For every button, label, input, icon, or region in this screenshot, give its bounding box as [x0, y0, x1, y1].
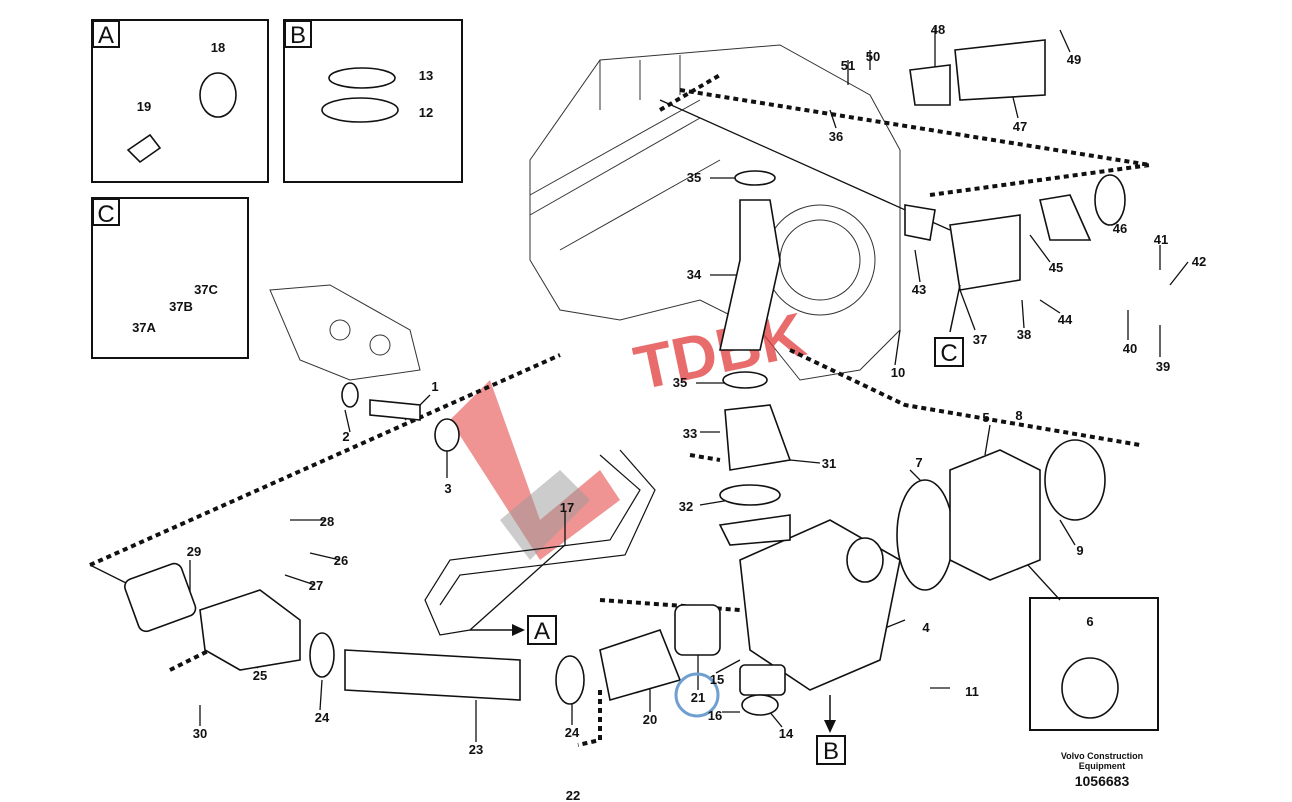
- part-label-16: 16: [708, 708, 722, 723]
- part-label-43: 43: [912, 282, 926, 297]
- part-label-36: 36: [829, 129, 843, 144]
- part-label-41: 41: [1154, 232, 1168, 247]
- part-label-37: 37: [973, 332, 987, 347]
- part-label-31: 31: [822, 456, 836, 471]
- part-label-8: 8: [1015, 408, 1022, 423]
- detail-box-b: B 13 12: [283, 19, 463, 183]
- detail-box-a-letter: A: [98, 22, 114, 49]
- part-label-23: 23: [469, 742, 483, 757]
- callout-tag-b-letter: B: [823, 738, 839, 765]
- part-label-39: 39: [1156, 359, 1170, 374]
- leader-lines: [89, 28, 1189, 742]
- part-label-24: 24: [315, 710, 330, 725]
- part-label-7: 7: [915, 455, 922, 470]
- watermark-text: TDBK: [629, 300, 812, 403]
- part-label-49: 49: [1067, 52, 1081, 67]
- part-label-9: 9: [1076, 543, 1083, 558]
- callout-tag-c-letter: C: [940, 340, 957, 367]
- part-label-11: 11: [965, 684, 979, 699]
- part-label-2: 2: [342, 429, 349, 444]
- part-label-46: 46: [1113, 221, 1127, 236]
- part-label-15: 15: [710, 672, 724, 687]
- part-label-5: 5: [982, 410, 989, 425]
- part-label-32: 32: [679, 499, 693, 514]
- part-label: 19: [137, 99, 151, 114]
- part-label-24: 24: [565, 725, 580, 740]
- highlight-circle: [674, 672, 720, 718]
- part-label-4: 4: [922, 620, 930, 635]
- callout-tag-b: B: [816, 695, 846, 765]
- part-label: 37B: [169, 299, 193, 314]
- part-label-42: 42: [1192, 254, 1206, 269]
- part-label-48: 48: [931, 22, 945, 37]
- part-labels: 1 2 3 4 5 6 7 8 9 10 11 14 15 16 17 20 2…: [187, 22, 1206, 802]
- detail-box-6: [1029, 597, 1159, 731]
- part-label-28: 28: [320, 514, 334, 529]
- part-label: 13: [419, 68, 433, 83]
- part-label-25: 25: [253, 668, 267, 683]
- part-label-20: 20: [643, 712, 657, 727]
- part-label-3: 3: [444, 481, 451, 496]
- part-label-21: 21: [691, 690, 705, 705]
- part-label: 37C: [194, 282, 218, 297]
- part-label-17: 17: [560, 500, 574, 515]
- part-label-26: 26: [334, 553, 348, 568]
- detail-box-c: C 37A 37B 37C: [91, 197, 249, 359]
- part-label-40: 40: [1123, 341, 1137, 356]
- part-label-29: 29: [187, 544, 201, 559]
- credit-line-1: Volvo Construction: [1061, 751, 1143, 761]
- part-label-1: 1: [431, 379, 438, 394]
- part-label-30: 30: [193, 726, 207, 741]
- part-label-34: 34: [687, 267, 702, 282]
- detail-box-c-letter: C: [97, 201, 114, 228]
- detail-box-b-letter: B: [290, 22, 306, 49]
- part-label: 37A: [132, 320, 156, 335]
- part-label-38: 38: [1017, 327, 1031, 342]
- part-label-44: 44: [1058, 312, 1073, 327]
- credit-line-2: Equipment: [1079, 761, 1126, 771]
- part-label-47: 47: [1013, 119, 1027, 134]
- part-label-22: 22: [566, 788, 580, 802]
- callout-tag-a-letter: A: [534, 618, 550, 645]
- callout-tag-a: A: [470, 615, 557, 645]
- part-label-6: 6: [1086, 614, 1093, 629]
- part-label-51: 51: [841, 58, 855, 73]
- callout-tag-c: C: [934, 284, 964, 367]
- parts: [124, 39, 1126, 719]
- part-label-10: 10: [891, 365, 905, 380]
- part-label: 18: [211, 40, 225, 55]
- part-label-14: 14: [779, 726, 794, 741]
- engine-block: [269, 44, 901, 381]
- part-label-27: 27: [309, 578, 323, 593]
- document-number: 1056683: [1075, 773, 1130, 789]
- part-label-50: 50: [866, 49, 880, 64]
- part-label-35: 35: [673, 375, 687, 390]
- part-label-45: 45: [1049, 260, 1063, 275]
- part-label-35: 35: [687, 170, 701, 185]
- part-label: 12: [419, 105, 433, 120]
- detail-box-a: A 18 19: [91, 19, 269, 183]
- part-label-33: 33: [683, 426, 697, 441]
